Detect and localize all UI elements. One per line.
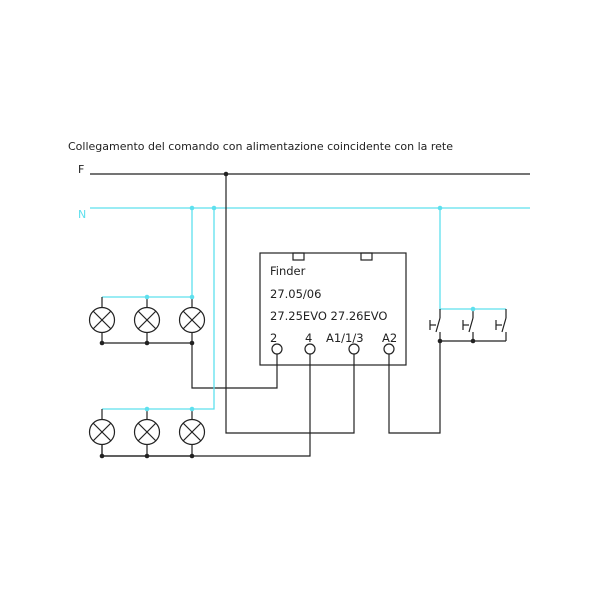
junction-dots [99, 171, 476, 459]
relay-model-2: 27.25EVO 27.26EVO [270, 309, 387, 323]
wire-a2-to-switches [388, 341, 441, 434]
wire-t2-to-lamps-top [191, 343, 278, 389]
wire-phase-to-a1 [225, 174, 355, 434]
pushbutton-icon [495, 309, 507, 341]
relay-clip-right [360, 252, 373, 261]
pushbutton-icon [462, 309, 474, 341]
finder-relay: Finder 27.05/06 27.25EVO 27.26EVO 2 4 A1… [259, 252, 407, 366]
wire-neutral-lamps-top [102, 208, 193, 298]
lamp-icon [178, 409, 206, 456]
terminal-4 [304, 343, 316, 355]
terminal-2 [271, 343, 283, 355]
relay-body [259, 252, 407, 366]
label-phase: F [78, 163, 84, 176]
terminal-label-4: 4 [305, 331, 312, 345]
relay-model-1: 27.05/06 [270, 287, 321, 301]
terminal-label-a1: A1/1/3 [326, 331, 364, 345]
lamp-icon [88, 297, 116, 343]
lamp-icon [178, 297, 206, 343]
lamp-icon [133, 297, 161, 343]
diagram-title: Collegamento del comando con alimentazio… [68, 140, 453, 153]
pushbutton-icon [429, 309, 441, 341]
lamp-group-top [88, 297, 206, 343]
terminal-a1 [348, 343, 360, 355]
lamp-group-bottom [88, 409, 206, 456]
wire-neutral-lamps-bottom [102, 208, 215, 410]
terminal-label-a2: A2 [382, 331, 397, 345]
pushbutton-group [429, 309, 507, 341]
wire-t4-to-lamps-bottom [101, 354, 311, 457]
label-neutral: N [78, 208, 86, 221]
wire-neutral-switches [439, 208, 506, 310]
relay-clip-left [292, 252, 305, 261]
terminal-a2 [383, 343, 395, 355]
relay-brand: Finder [270, 264, 306, 278]
terminal-label-2: 2 [270, 331, 277, 345]
lamp-icon [133, 409, 161, 456]
lamp-icon [88, 409, 116, 456]
